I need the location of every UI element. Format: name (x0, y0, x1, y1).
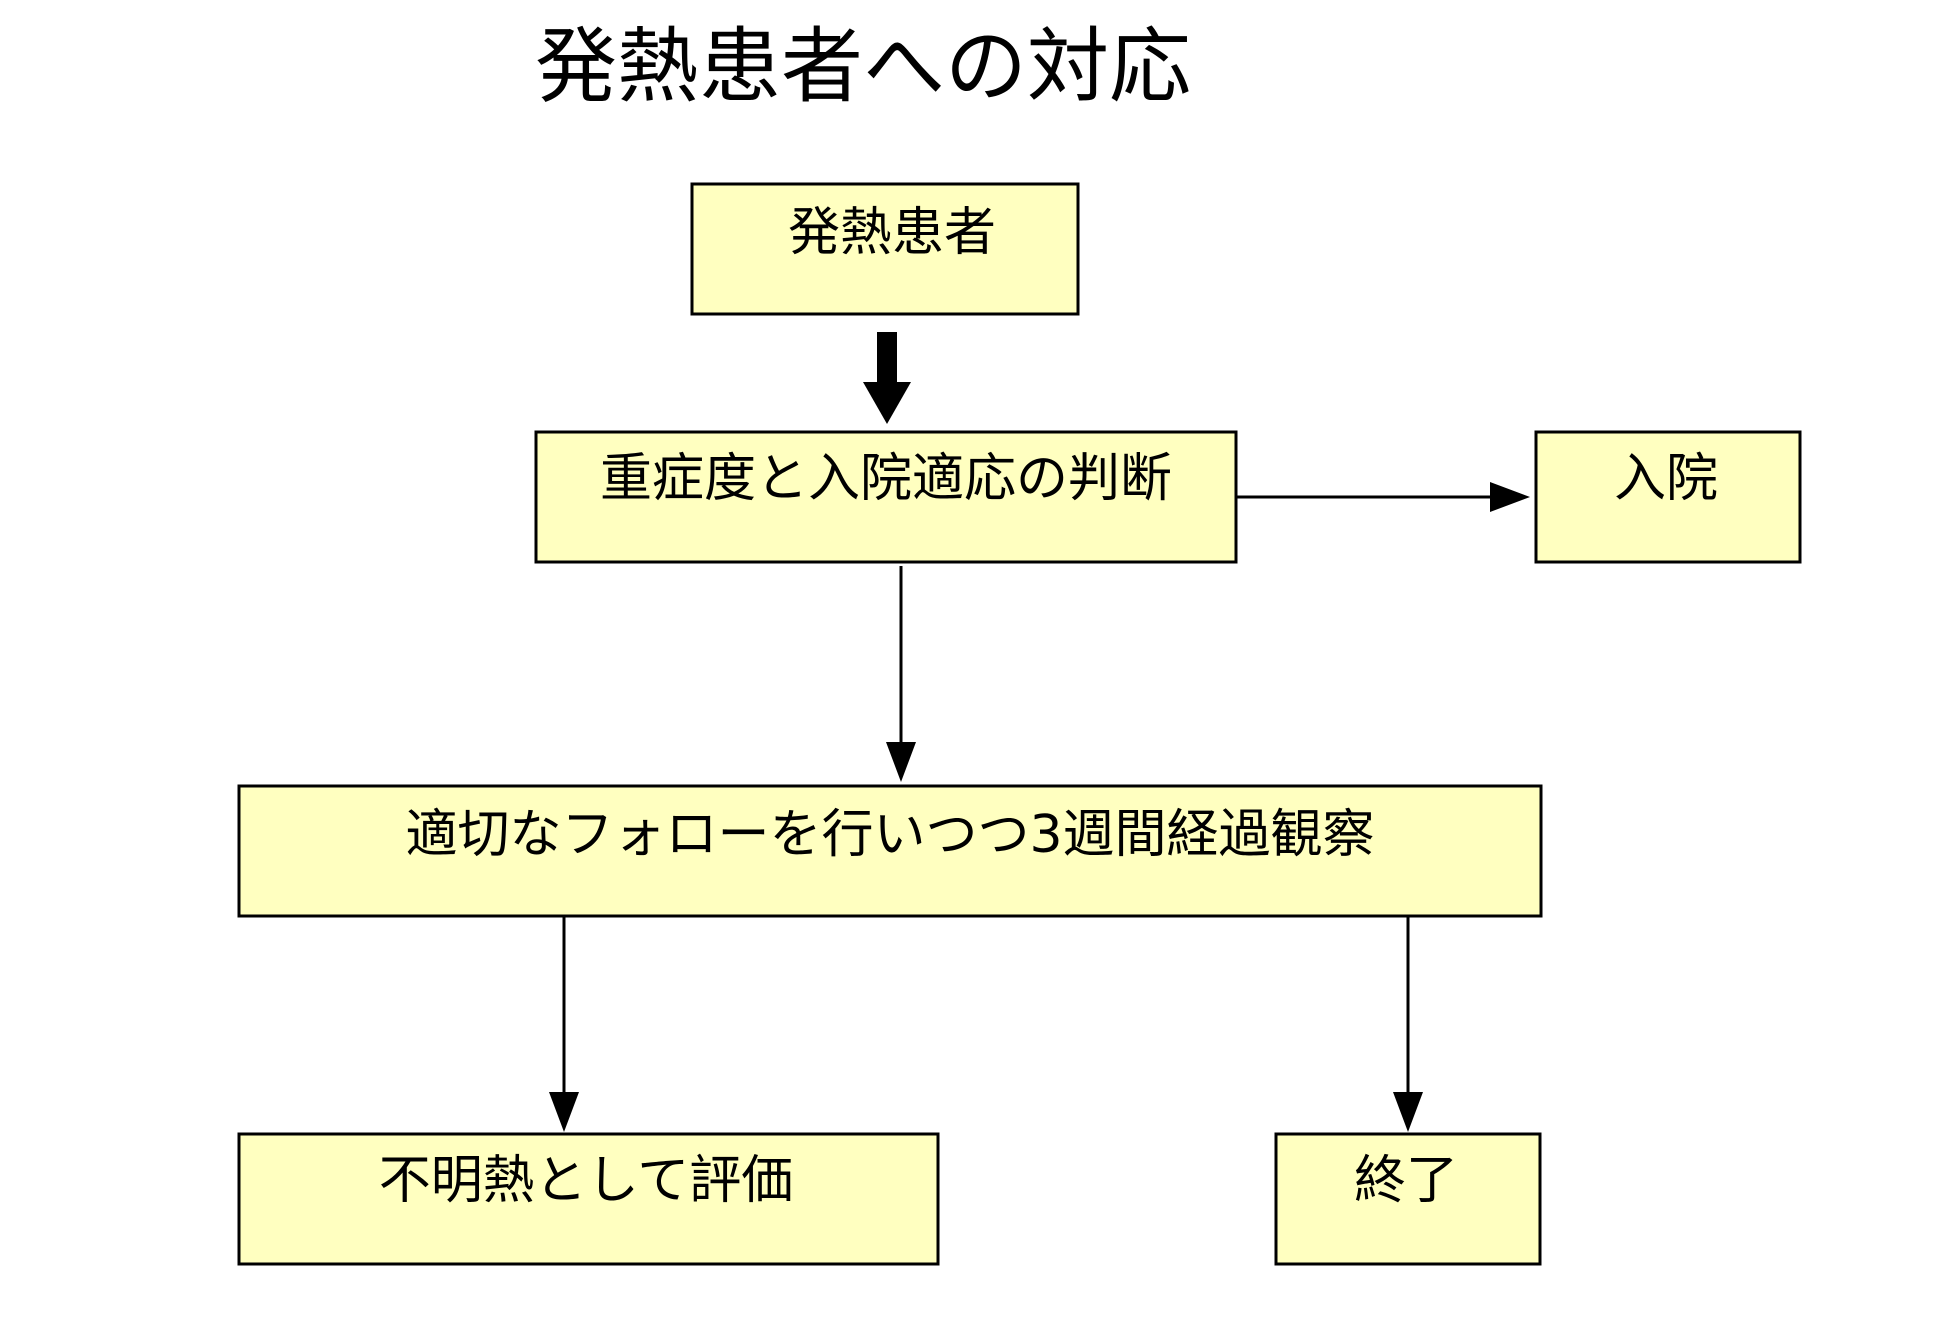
thick-arrow-fever-to-severity (863, 332, 911, 424)
diagram-title: 発熱患者への対応 (535, 19, 1191, 114)
node-fever-patient: 発熱患者 (690, 182, 1080, 316)
node-follow-up: 適切なフォローを行いつつ3週間経過観察 (237, 784, 1543, 918)
node-fuo-evaluation: 不明熱として評価 (237, 1132, 940, 1266)
connectors (549, 332, 1530, 1132)
node-severity-judgment-label: 重症度と入院適応の判断 (600, 449, 1172, 509)
node-hospitalization-label: 入院 (1614, 449, 1718, 509)
arrow-severity-to-follow-up (886, 566, 916, 782)
node-fuo-evaluation-label: 不明熱として評価 (379, 1151, 793, 1211)
node-fever-patient-label: 発熱患者 (788, 203, 996, 263)
node-severity-judgment: 重症度と入院適応の判断 (534, 430, 1238, 564)
node-hospitalization: 入院 (1534, 430, 1802, 564)
arrow-follow-up-to-end (1393, 917, 1423, 1132)
arrow-severity-to-hospitalization (1236, 482, 1530, 512)
node-follow-up-label: 適切なフォローを行いつつ3週間経過観察 (405, 805, 1374, 865)
node-end-label: 終了 (1354, 1151, 1458, 1211)
node-end: 終了 (1274, 1132, 1542, 1266)
arrow-follow-up-to-fuo (549, 917, 579, 1132)
